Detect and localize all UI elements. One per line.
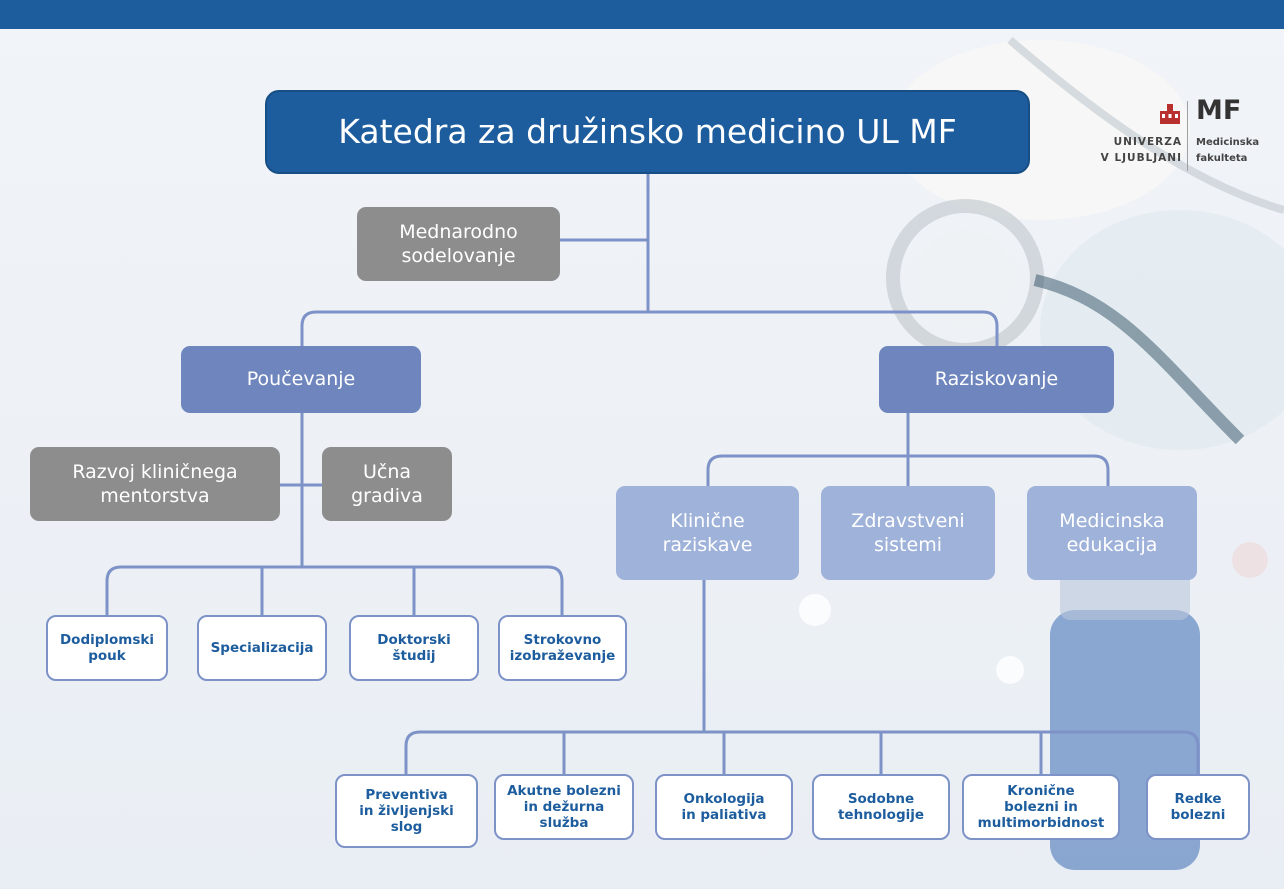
logo-abbreviation: MF <box>1196 95 1242 126</box>
node-professional-education: Strokovno izobraževanje <box>498 615 627 681</box>
university-building-icon <box>1160 104 1180 124</box>
node-research: Raziskovanje <box>879 346 1114 413</box>
node-clinical-mentoring: Razvoj kliničnega mentorstva <box>30 447 280 521</box>
logo: MF UNIVERZA V LJUBLJANI Medicinska fakul… <box>1098 95 1268 185</box>
node-prevention-lifestyle: Preventiva in življenjski slog <box>335 774 478 848</box>
page-title: Katedra za družinsko medicino UL MF <box>265 90 1030 174</box>
node-medical-education: Medicinska edukacija <box>1027 486 1197 580</box>
logo-divider <box>1187 101 1188 171</box>
node-rare-diseases: Redke bolezni <box>1146 774 1250 840</box>
node-oncology-palliative: Onkologija in paliativa <box>655 774 793 840</box>
node-teaching: Poučevanje <box>181 346 421 413</box>
node-learning-materials: Učna gradiva <box>322 447 452 521</box>
node-health-systems: Zdravstveni sistemi <box>821 486 995 580</box>
connector <box>300 310 999 346</box>
node-chronic-multimorbidity: Kronične bolezni in multimorbidnost <box>962 774 1120 840</box>
node-doctoral-study: Doktorski študij <box>349 615 479 681</box>
node-specialization: Specializacija <box>197 615 327 681</box>
top-bar <box>0 0 1284 29</box>
logo-university: UNIVERZA V LJUBLJANI <box>1100 136 1182 164</box>
node-acute-diseases: Akutne bolezni in dežurna služba <box>494 774 634 840</box>
node-undergraduate: Dodiplomski pouk <box>46 615 168 681</box>
logo-faculty: Medicinska fakulteta <box>1196 137 1260 164</box>
connector <box>404 730 1200 774</box>
connector <box>105 565 564 615</box>
node-international-cooperation: Mednarodno sodelovanje <box>357 207 560 281</box>
node-clinical-research: Klinične raziskave <box>616 486 799 580</box>
node-modern-technologies: Sodobne tehnologije <box>812 774 950 840</box>
